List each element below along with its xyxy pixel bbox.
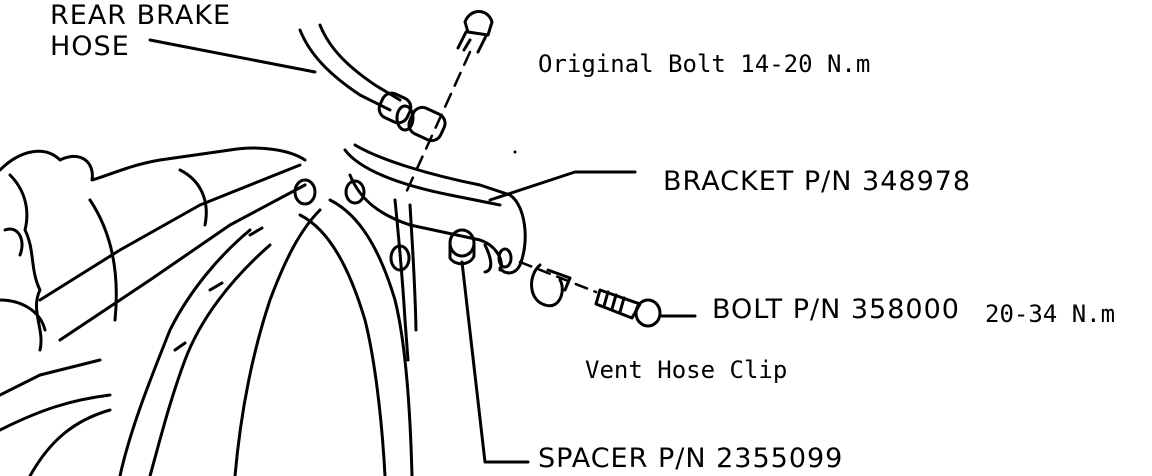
leader-bracket <box>488 170 637 202</box>
leader-rear-brake-hose <box>148 38 317 74</box>
rear-brake-hose <box>298 23 447 143</box>
leader-spacer <box>460 260 530 464</box>
label-bolt-torque: 20-34 N.m <box>985 300 1116 328</box>
label-original-bolt: Original Bolt 14-20 N.m <box>538 50 871 78</box>
bracket-bolt <box>594 288 662 328</box>
label-bolt-part: BOLT P/N 358000 <box>712 294 960 325</box>
stray-dot <box>513 150 517 154</box>
housing-studs <box>173 178 411 352</box>
bracket-bolt-axis <box>518 260 598 294</box>
axle-housing <box>0 146 414 476</box>
bracket <box>343 143 527 362</box>
label-rear-brake-hose-line1: REAR BRAKE <box>50 0 232 31</box>
original-bolt-axis <box>403 50 472 197</box>
original-bolt <box>456 10 494 54</box>
label-bracket: BRACKET P/N 348978 <box>663 166 972 197</box>
label-rear-brake-hose-line2: HOSE <box>50 31 130 62</box>
label-vent-hose-clip: Vent Hose Clip <box>585 356 788 384</box>
leader-lines <box>148 38 697 464</box>
label-spacer: SPACER P/N 2355099 <box>538 443 844 474</box>
vent-hose-clip <box>530 263 572 308</box>
